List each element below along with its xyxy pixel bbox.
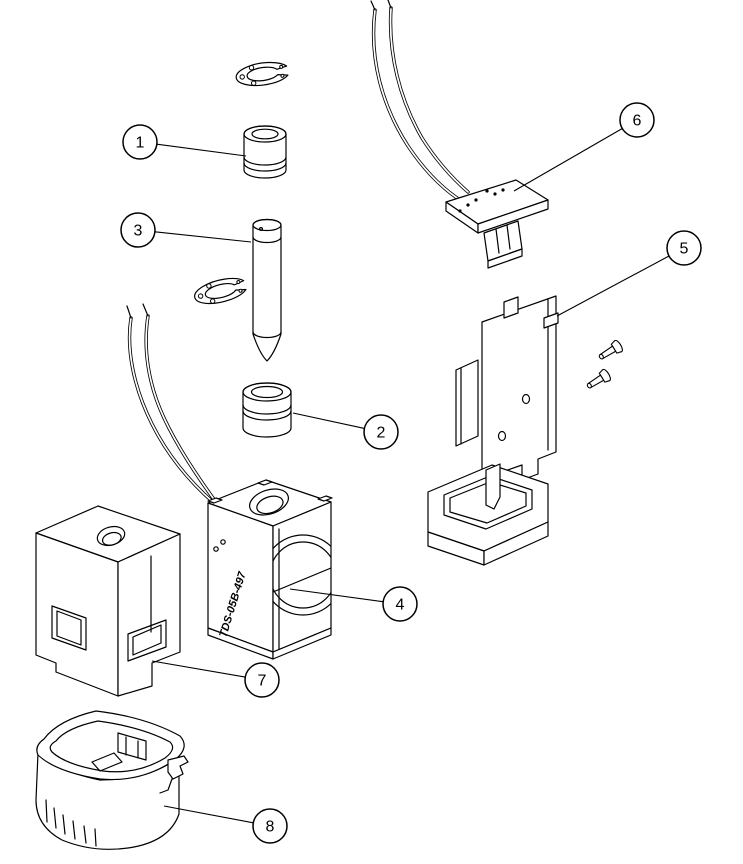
callout-leader-4 — [289, 588, 384, 603]
callout-leader-7 — [151, 660, 246, 678]
callout-number-3: 3 — [134, 223, 143, 240]
callout-leader-3 — [154, 231, 252, 243]
callout-layer: 1 3 2 4 5 6 7 8 — [120, 102, 702, 844]
callout-4: 4 — [289, 586, 418, 622]
part3-plunger — [252, 218, 282, 362]
e-clip-icon — [234, 59, 290, 90]
callout-3: 3 — [120, 212, 252, 248]
callout-number-7: 7 — [258, 673, 267, 690]
callout-number-5: 5 — [680, 241, 689, 258]
e-clip-icon — [191, 273, 249, 309]
callout-leader-1 — [156, 143, 247, 157]
rivet-icon — [595, 338, 625, 364]
callout-1: 1 — [122, 124, 247, 160]
callout-5: 5 — [556, 230, 702, 317]
rivet-icon — [583, 367, 613, 393]
callout-leader-2 — [292, 412, 365, 429]
callout-balloon-6 — [619, 102, 655, 138]
callout-number-2: 2 — [377, 425, 386, 442]
callout-6: 6 — [513, 102, 655, 192]
part1-bushing — [243, 125, 287, 179]
part6-switch-board — [445, 179, 549, 269]
callout-number-6: 6 — [633, 113, 642, 130]
switch-wires — [370, 0, 470, 200]
callout-balloon-5 — [666, 230, 702, 266]
part8-base — [35, 710, 189, 850]
callout-leader-5 — [556, 255, 670, 317]
callout-number-4: 4 — [396, 597, 405, 614]
callout-8: 8 — [163, 805, 288, 844]
callout-balloon-1 — [122, 124, 158, 160]
rivet-2 — [583, 367, 613, 393]
part7-housing — [35, 505, 181, 697]
retaining-clip-mid — [191, 273, 249, 309]
callout-number-8: 8 — [266, 819, 275, 836]
rivet-1 — [595, 338, 625, 364]
callout-balloon-8 — [252, 808, 288, 844]
part4-solenoid-coil: TDS-05B-497 — [207, 479, 333, 660]
callout-balloon-7 — [244, 662, 280, 698]
callout-leader-6 — [513, 128, 623, 192]
callout-balloon-2 — [363, 414, 399, 450]
callout-balloon-4 — [382, 586, 418, 622]
callout-7: 7 — [151, 660, 280, 698]
callout-leader-8 — [163, 805, 254, 824]
part5-bracket — [427, 295, 559, 566]
retaining-clip-top — [234, 59, 290, 90]
callout-balloon-3 — [120, 212, 156, 248]
callout-number-1: 1 — [136, 135, 145, 152]
callout-2: 2 — [292, 412, 399, 450]
part2-sleeve — [242, 382, 292, 438]
coil-lead-wires — [126, 303, 223, 511]
